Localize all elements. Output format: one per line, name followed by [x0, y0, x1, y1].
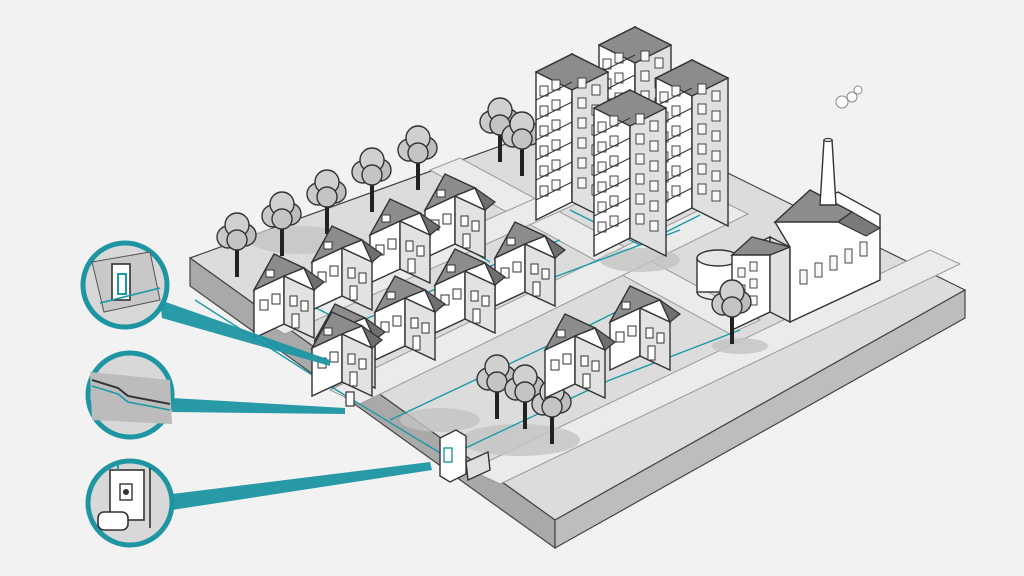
pipe-joint-detail-icon: [90, 372, 172, 424]
transfer-station-detail-icon: [97, 462, 151, 531]
transfer-station-icon: [345, 391, 491, 483]
callout-substation: [85, 458, 175, 548]
callout-pipe: [85, 350, 175, 440]
callout-beams: [160, 300, 432, 510]
callout-meter: [80, 240, 170, 330]
house-connection-meter-icon: [91, 251, 161, 313]
chimney-icon: [819, 137, 837, 206]
steam-plume-icon: [835, 85, 863, 109]
